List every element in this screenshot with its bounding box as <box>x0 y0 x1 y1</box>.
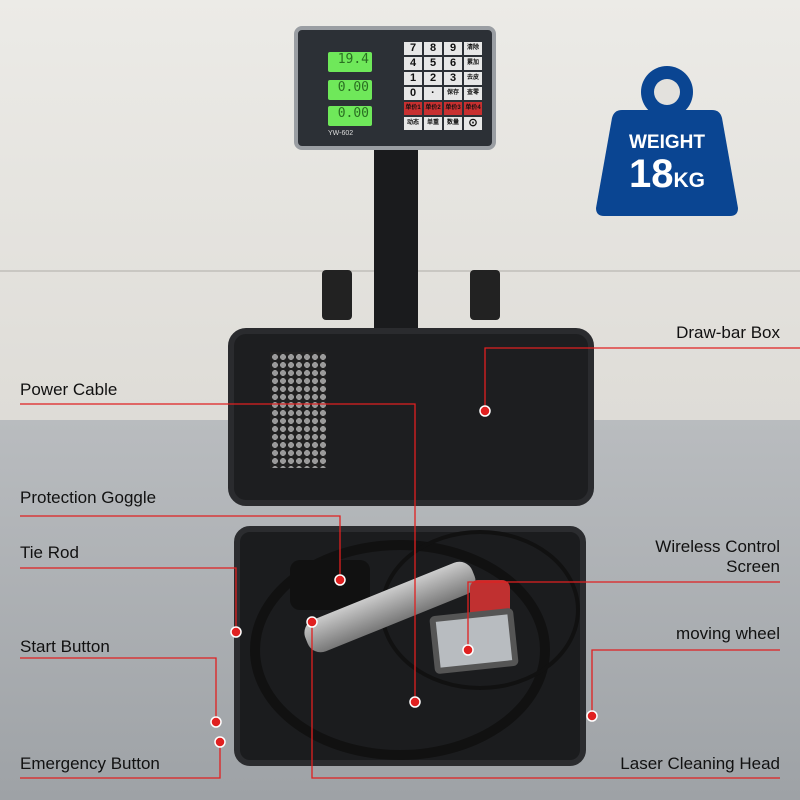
scale-key: ⊙ <box>464 117 482 130</box>
weight-value: 18 <box>629 152 674 196</box>
marker-dot <box>462 644 474 656</box>
marker-dot <box>334 574 346 586</box>
lcd-weight: 19.4 <box>328 52 372 72</box>
scale-key: 保存 <box>444 87 462 100</box>
label-laser-head: Laser Cleaning Head <box>620 754 780 773</box>
leader-draw-bar-box <box>484 347 800 411</box>
scale-key: · <box>424 87 442 100</box>
latch <box>322 270 352 320</box>
scale-key: 3 <box>444 72 462 85</box>
scale-key: 4 <box>404 57 422 70</box>
scale-pole <box>374 150 418 340</box>
scale-key: 动态 <box>404 117 422 130</box>
marker-dot <box>230 626 242 638</box>
scale-key: 5 <box>424 57 442 70</box>
scale-key: 1 <box>404 72 422 85</box>
scale-key: 6 <box>444 57 462 70</box>
leader-wireless-screen <box>467 581 780 650</box>
scale-model: YW-602 <box>328 130 354 137</box>
lcd-total: 0.00 <box>328 106 372 126</box>
leader-start-button <box>20 657 217 722</box>
leader-laser-head <box>311 622 780 779</box>
label-wireless-1: Wireless Control <box>655 537 780 556</box>
latch <box>470 270 500 320</box>
lcd-price: 0.00 <box>328 80 372 100</box>
label-draw-bar-box: Draw-bar Box <box>676 323 780 342</box>
scale-key: 单价4 <box>464 102 482 115</box>
weight-unit: KG <box>673 169 706 192</box>
marker-dot <box>214 736 226 748</box>
scale-key: 单价3 <box>444 102 462 115</box>
label-tie-rod: Tie Rod <box>20 543 79 562</box>
weight-badge: WEIGHT 18KG <box>596 132 738 201</box>
scale-key: 单价2 <box>424 102 442 115</box>
scale-key: 累加 <box>464 57 482 70</box>
leader-protection-goggle <box>20 515 341 580</box>
label-protection-goggle: Protection Goggle <box>20 488 157 507</box>
weight-icon <box>596 66 738 216</box>
marker-dot <box>409 696 421 708</box>
scale-key: 清除 <box>464 42 482 55</box>
label-start-button: Start Button <box>20 637 110 656</box>
scale-key: 单重 <box>424 117 442 130</box>
scale-key: 0 <box>404 87 422 100</box>
label-power-cable: Power Cable <box>20 380 118 399</box>
scale-key: 7 <box>404 42 422 55</box>
leader-tie-rod <box>20 567 237 632</box>
label-emergency-button: Emergency Button <box>20 754 160 773</box>
leader-moving-wheel <box>591 649 780 716</box>
marker-dot <box>479 405 491 417</box>
scale-key: 8 <box>424 42 442 55</box>
scale-key: 2 <box>424 72 442 85</box>
scale-key: 单价1 <box>404 102 422 115</box>
scale-key: 9 <box>444 42 462 55</box>
vent-grid <box>270 352 326 468</box>
weight-title: WEIGHT <box>629 132 705 153</box>
scale-key: 查零 <box>464 87 482 100</box>
scale-key: 去皮 <box>464 72 482 85</box>
scale-key: 数量 <box>444 117 462 130</box>
marker-dot <box>586 710 598 722</box>
leader-power-cable <box>20 403 416 702</box>
marker-dot <box>210 716 222 728</box>
marker-dot <box>306 616 318 628</box>
leader-emergency-button <box>20 742 221 779</box>
label-moving-wheel: moving wheel <box>676 624 780 643</box>
label-wireless-2: Screen <box>726 557 780 576</box>
case-lid <box>228 328 594 506</box>
